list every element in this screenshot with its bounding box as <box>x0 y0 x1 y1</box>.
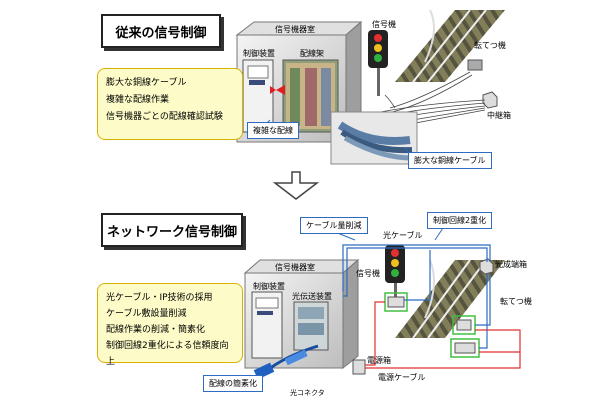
bottom-switch-box-2 <box>454 342 476 354</box>
bottom-terminal-box <box>479 258 494 275</box>
transition-arrow <box>272 171 320 200</box>
top-arrow-2 <box>270 86 276 94</box>
list-item: 光ケーブル・IP技術の採用 <box>106 293 213 303</box>
bottom-connector-label: 光コネクタ <box>290 389 325 397</box>
bottom-feature-list: 光ケーブル・IP技術の採用 ケーブル敷設量削減 配線作業の削減・簡素化 制御回線… <box>97 283 243 367</box>
top-switch-label: 転てつ機 <box>474 41 506 50</box>
bottom-control-label: 制御装置 <box>253 282 285 291</box>
bottom-tracks <box>395 259 505 339</box>
list-item: 膨大な銅線ケーブル <box>106 78 187 88</box>
top-cable-photo <box>330 111 418 165</box>
top-signal-label: 信号機 <box>372 20 396 29</box>
bottom-signal <box>385 245 405 302</box>
callout-copper-cable: 膨大な銅線ケーブル <box>408 152 492 169</box>
bottom-signal-box <box>387 296 405 308</box>
bottom-optical-label: 光伝送装置 <box>292 292 332 301</box>
top-arrow <box>276 85 285 95</box>
power-cable-lines <box>365 301 521 369</box>
top-building-label: 信号機器室 <box>275 25 315 34</box>
top-switch-machine <box>467 59 483 71</box>
top-wiring-label: 配線架 <box>300 49 324 58</box>
top-signal <box>368 30 388 96</box>
callout-complex-wiring: 複雑な配線 <box>247 122 299 139</box>
bottom-optical-cable-label: 光ケーブル <box>383 231 423 240</box>
list-item: 制御回線2重化による信頼度向上 <box>106 341 229 367</box>
bottom-power-box-label: 電源箱 <box>367 356 391 365</box>
list-item: 複雑な配線作業 <box>106 95 170 105</box>
optical-cable-lines <box>342 244 491 349</box>
bottom-building <box>243 258 360 370</box>
bottom-switch-box <box>456 319 472 331</box>
bottom-section-title: ネットワーク信号制御 <box>101 213 243 247</box>
callout-wiring-simplification: 配線の簡素化 <box>203 375 263 392</box>
bottom-signal-label: 信号機 <box>356 269 380 278</box>
top-tracks <box>395 9 505 83</box>
top-control-label: 制御装置 <box>243 49 275 58</box>
callout-cable-reduction: ケーブル量削減 <box>300 217 368 234</box>
bottom-building-label: 信号機器室 <box>275 263 315 272</box>
top-relay-label: 中継箱 <box>487 111 511 120</box>
bottom-power-box <box>352 359 366 375</box>
top-relay-box <box>482 91 498 109</box>
callout-dual-circuit: 制御回線2重化 <box>427 212 493 229</box>
list-item: 信号機器ごとの配線確認試験 <box>106 112 223 122</box>
top-feature-list: 膨大な銅線ケーブル 複雑な配線作業 信号機器ごとの配線確認試験 <box>97 68 243 140</box>
bottom-switch-label: 転てつ機 <box>500 297 532 306</box>
top-section-title: 従来の信号制御 <box>101 14 221 48</box>
list-item: ケーブル敷設量削減 <box>106 309 187 319</box>
bottom-terminal-label: 光成端箱 <box>495 260 527 269</box>
bottom-power-cable-label: 電源ケーブル <box>378 373 426 382</box>
list-item: 配線作業の削減・簡素化 <box>106 325 206 335</box>
